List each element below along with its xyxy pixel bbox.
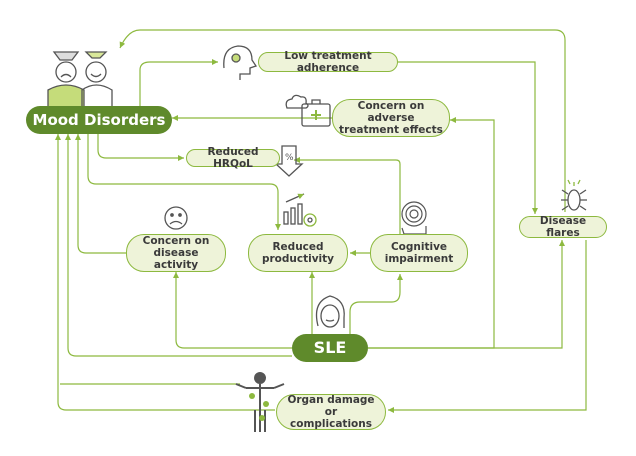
medical-kit-icon — [301, 99, 331, 127]
edge-mood-hrqol — [97, 132, 184, 161]
edge-sle-cognitive — [349, 274, 403, 334]
sad-face-icon — [164, 206, 188, 230]
node-adverse-effects: Concern on adverse treatment effects — [332, 99, 450, 137]
edge-sle-adverse — [368, 117, 495, 349]
cloud-icon — [285, 94, 309, 109]
body-icon — [235, 372, 285, 432]
brain-spiral-icon — [401, 201, 427, 235]
node-mood-disorders: Mood Disorders — [26, 106, 172, 134]
node-reduced-hrqol: Reduced HRQoL — [186, 146, 280, 170]
node-cognitive-impairment: Cognitive impairment — [370, 234, 468, 272]
edge-activity-mood — [75, 134, 126, 254]
woman-face-icon — [315, 295, 345, 328]
edge-adherence-flares — [398, 61, 538, 214]
edge-mood-adherence — [139, 59, 218, 106]
node-low-treatment-adherence: Low treatment adherence — [258, 50, 398, 74]
edge-sle-mood — [65, 134, 292, 357]
head-profile-icon — [223, 45, 258, 80]
bug-flare-icon — [561, 179, 587, 211]
edge-organ-mood — [55, 134, 275, 411]
bars-gear-icon — [283, 193, 317, 227]
edge-sle-activity — [173, 272, 292, 349]
node-organ-damage: Organ damage or complications — [276, 394, 386, 430]
connector-lines — [55, 29, 587, 413]
svg-text:%: % — [285, 153, 294, 163]
node-sle: SLE — [292, 334, 368, 362]
percent-down-icon: % — [274, 145, 304, 177]
node-reduced-productivity: Reduced productivity — [248, 234, 348, 272]
edge-mood-productivity — [87, 132, 281, 230]
node-concern-disease-activity: Concern on disease activity — [126, 234, 226, 272]
node-disease-flares: Disease flares — [519, 215, 607, 239]
edge-cognitive-hrqol — [294, 157, 401, 234]
edge-flares-organ — [388, 240, 587, 413]
edge-flares-mood-top — [119, 29, 566, 212]
faces-icon — [47, 51, 113, 106]
